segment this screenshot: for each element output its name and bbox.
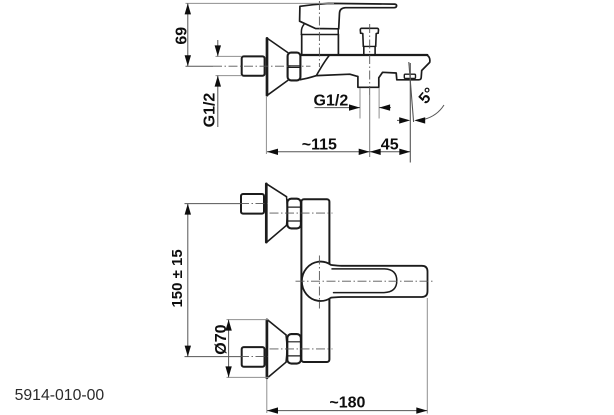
svg-text:69: 69 [174,27,191,45]
svg-text:5914-010-00: 5914-010-00 [15,387,105,404]
svg-text:45: 45 [381,136,399,153]
svg-text:Ø70: Ø70 [213,324,230,354]
svg-text:~180: ~180 [329,395,365,412]
svg-text:~115: ~115 [302,136,337,153]
svg-text:G1/2: G1/2 [202,93,219,128]
svg-text:150 ± 15: 150 ± 15 [169,249,186,307]
svg-text:G1/2: G1/2 [314,92,349,109]
